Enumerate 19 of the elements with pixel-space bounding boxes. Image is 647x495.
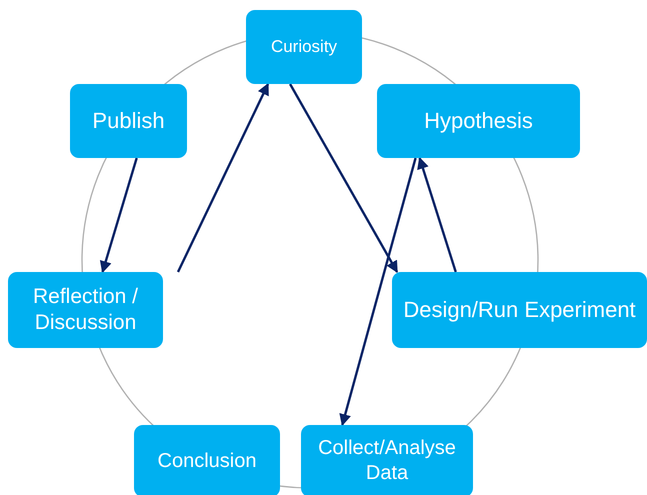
node-label: Publish <box>92 107 165 135</box>
node-label: Reflection / Discussion <box>32 284 140 336</box>
node-label: Conclusion <box>158 448 256 474</box>
arrow <box>289 83 398 274</box>
process-box <box>134 425 280 495</box>
process-box <box>70 84 187 158</box>
process-box <box>377 84 580 158</box>
arrow <box>176 82 270 273</box>
arrow <box>100 158 138 274</box>
node-label: Collect/Analyse Data <box>317 436 457 486</box>
node-label: Curiosity <box>270 36 338 58</box>
arrow <box>339 158 417 426</box>
process-box <box>301 425 473 495</box>
arrow <box>417 156 457 272</box>
process-box <box>8 272 163 348</box>
node-label: Design/Run Experiment <box>403 296 636 324</box>
process-box <box>392 272 647 348</box>
node-label: Hypothesis <box>424 107 533 135</box>
process-box <box>246 10 362 84</box>
